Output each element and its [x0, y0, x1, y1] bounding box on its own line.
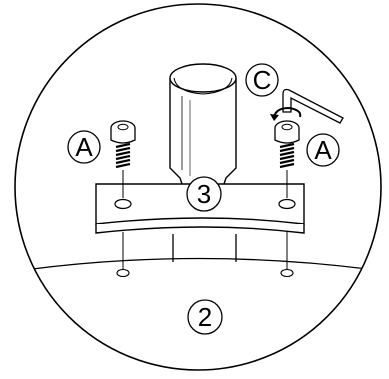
allen-key-icon	[282, 88, 344, 124]
plate-hole-right	[278, 198, 296, 210]
label-a-right-text: A	[314, 135, 332, 165]
post-lower	[172, 234, 237, 262]
label-a-right: A	[306, 133, 340, 167]
cap-screw-icon	[274, 120, 300, 169]
label-c-text: C	[253, 65, 272, 95]
label-3-text: 3	[197, 179, 211, 209]
plate-hole-left	[114, 198, 132, 210]
base-hole-left	[116, 268, 130, 278]
label-3: 3	[186, 176, 222, 212]
post-upper	[169, 63, 237, 185]
clockwise-arrow-icon	[270, 106, 302, 121]
base-surface-edge	[15, 257, 381, 273]
base-hole-right	[280, 268, 294, 278]
label-c: C	[245, 63, 279, 97]
alignment-lines	[122, 170, 288, 269]
cap-screw-icon	[110, 120, 136, 170]
label-a-left-text: A	[75, 132, 93, 162]
label-a-left: A	[67, 130, 101, 164]
label-2: 2	[187, 299, 223, 335]
label-2-text: 2	[198, 302, 212, 332]
